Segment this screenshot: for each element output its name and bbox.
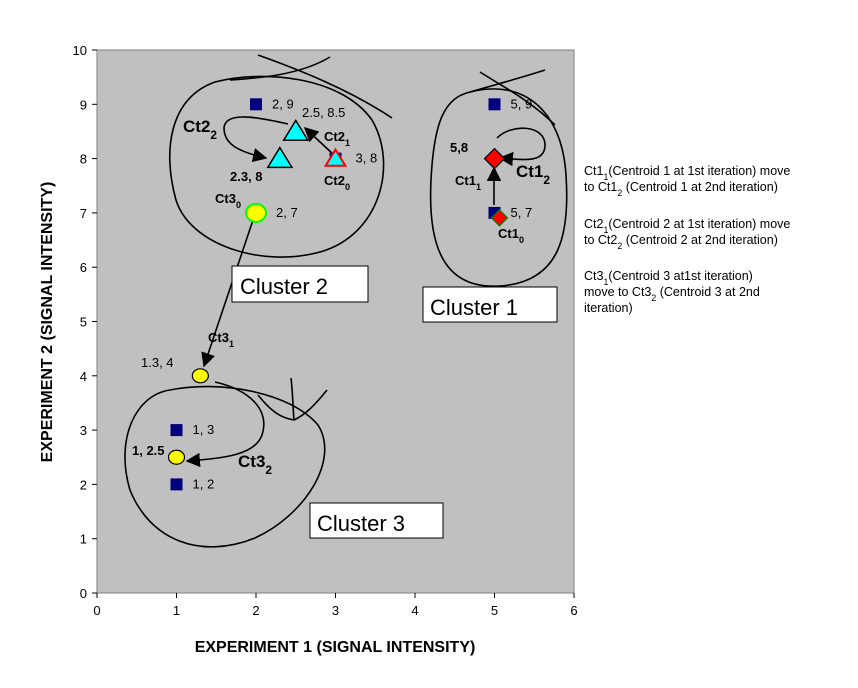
centroid-diamond: [490, 209, 509, 227]
centroid-coord-label: 2.3, 8: [230, 169, 263, 184]
cluster-3-outline: [124, 385, 326, 548]
arrow-ct2-1-to-2: [223, 116, 289, 163]
centroid-name-ct1-2: Ct12: [516, 162, 550, 187]
x-tick-label: 4: [411, 603, 418, 618]
cluster-1-label: Cluster 1: [430, 295, 518, 320]
x-axis-label: EXPERIMENT 1 (SIGNAL INTENSITY): [195, 639, 476, 656]
cluster-1-cross-line: [479, 71, 556, 126]
centroid-triangle: [282, 119, 310, 141]
data-point-label: 5, 7: [511, 205, 533, 220]
note-line: move to Ct32 (Centroid 3 at 2nd: [584, 285, 760, 303]
centroid-coord-label: 1, 2.5: [132, 443, 165, 458]
data-point-label: 1, 2: [193, 476, 215, 491]
data-point-label: 1, 3: [193, 422, 215, 437]
centroid-name-ct2-2: Ct22: [183, 117, 217, 142]
centroid-name-ct1-0: Ct10: [498, 226, 524, 245]
arrow-ct3-0-to-1: [201, 219, 254, 368]
centroid-name-ct3-0: Ct30: [215, 191, 241, 210]
centroid-name-ct2-1: Ct21: [324, 129, 350, 148]
cluster-2-outline: [168, 75, 385, 258]
y-tick-label: 10: [73, 43, 87, 58]
centroid-coord-label: 2.5, 8.5: [302, 105, 345, 120]
data-point: [170, 478, 183, 491]
x-tick-label: 1: [173, 603, 180, 618]
note-line: Ct21(Centroid 2 at 1st iteration) move: [584, 217, 790, 235]
y-tick-label: 1: [80, 532, 87, 547]
centroid-coord-label: 1.3, 4: [141, 355, 174, 370]
data-point-label: 2, 9: [272, 96, 294, 111]
data-point-label: 2, 7: [276, 205, 298, 220]
centroid-circle: [245, 202, 267, 223]
y-tick-label: 0: [80, 586, 87, 601]
arrow-ct1-1-to-2: [496, 127, 546, 167]
note-line: to Ct12 (Centroid 1 at 2nd iteration): [584, 180, 778, 198]
y-tick-label: 3: [80, 423, 87, 438]
data-point-label: 3, 8: [356, 151, 378, 166]
centroid-name-ct3-1: Ct31: [208, 330, 234, 349]
data-point-label: 5, 9: [511, 96, 533, 111]
centroid-coord-label: 5,8: [450, 140, 468, 155]
x-tick-label: 5: [491, 603, 498, 618]
x-tick-label: 0: [93, 603, 100, 618]
y-axis-label: EXPERIMENT 2 (SIGNAL INTENSITY): [39, 182, 56, 463]
cluster-3-cross-line: [290, 377, 295, 421]
data-point: [170, 424, 183, 437]
centroid-name-ct3-2: Ct32: [238, 452, 272, 477]
data-point: [488, 98, 501, 111]
y-tick-label: 7: [80, 206, 87, 221]
cluster-1-cross-line: [469, 69, 546, 93]
cluster-2-cross-line: [229, 56, 331, 81]
centroid-name-ct2-0: Ct20: [324, 173, 350, 192]
centroid-name-ct1-1: Ct11: [455, 173, 481, 192]
centroid-circle: [167, 449, 186, 465]
y-tick-label: 2: [80, 477, 87, 492]
y-tick-label: 5: [80, 315, 87, 330]
x-tick-label: 2: [252, 603, 259, 618]
cluster-3-cross-line: [257, 389, 328, 421]
centroid-diamond: [483, 147, 506, 170]
centroid-circle: [191, 368, 209, 384]
cluster-2-label: Cluster 2: [240, 274, 328, 299]
data-point: [250, 98, 262, 111]
cluster-3-label-box: Cluster 3: [309, 502, 444, 539]
note-line: Ct31(Centroid 3 at1st iteration): [584, 269, 753, 287]
arrow-ct2-0-to-1: [303, 127, 335, 156]
cluster-2-label-box: Cluster 2: [231, 265, 369, 303]
note-line: iteration): [584, 301, 633, 315]
cluster-2-cross-line: [257, 54, 393, 119]
y-tick-label: 8: [80, 152, 87, 167]
x-tick-label: 3: [332, 603, 339, 618]
cluster-3-label: Cluster 3: [317, 511, 405, 536]
y-tick-label: 9: [80, 97, 87, 112]
cluster-1-label-box: Cluster 1: [422, 286, 558, 323]
arrow-ct3-1-to-2: [185, 381, 265, 468]
y-tick-label: 4: [80, 369, 87, 384]
centroid-triangle: [323, 147, 348, 167]
y-tick-label: 6: [80, 260, 87, 275]
note-line: to Ct22 (Centroid 2 at 2nd iteration): [584, 233, 778, 251]
note-line: Ct11(Centroid 1 at 1st iteration) move: [584, 164, 790, 182]
x-tick-label: 6: [570, 603, 577, 618]
centroid-triangle: [266, 146, 294, 169]
